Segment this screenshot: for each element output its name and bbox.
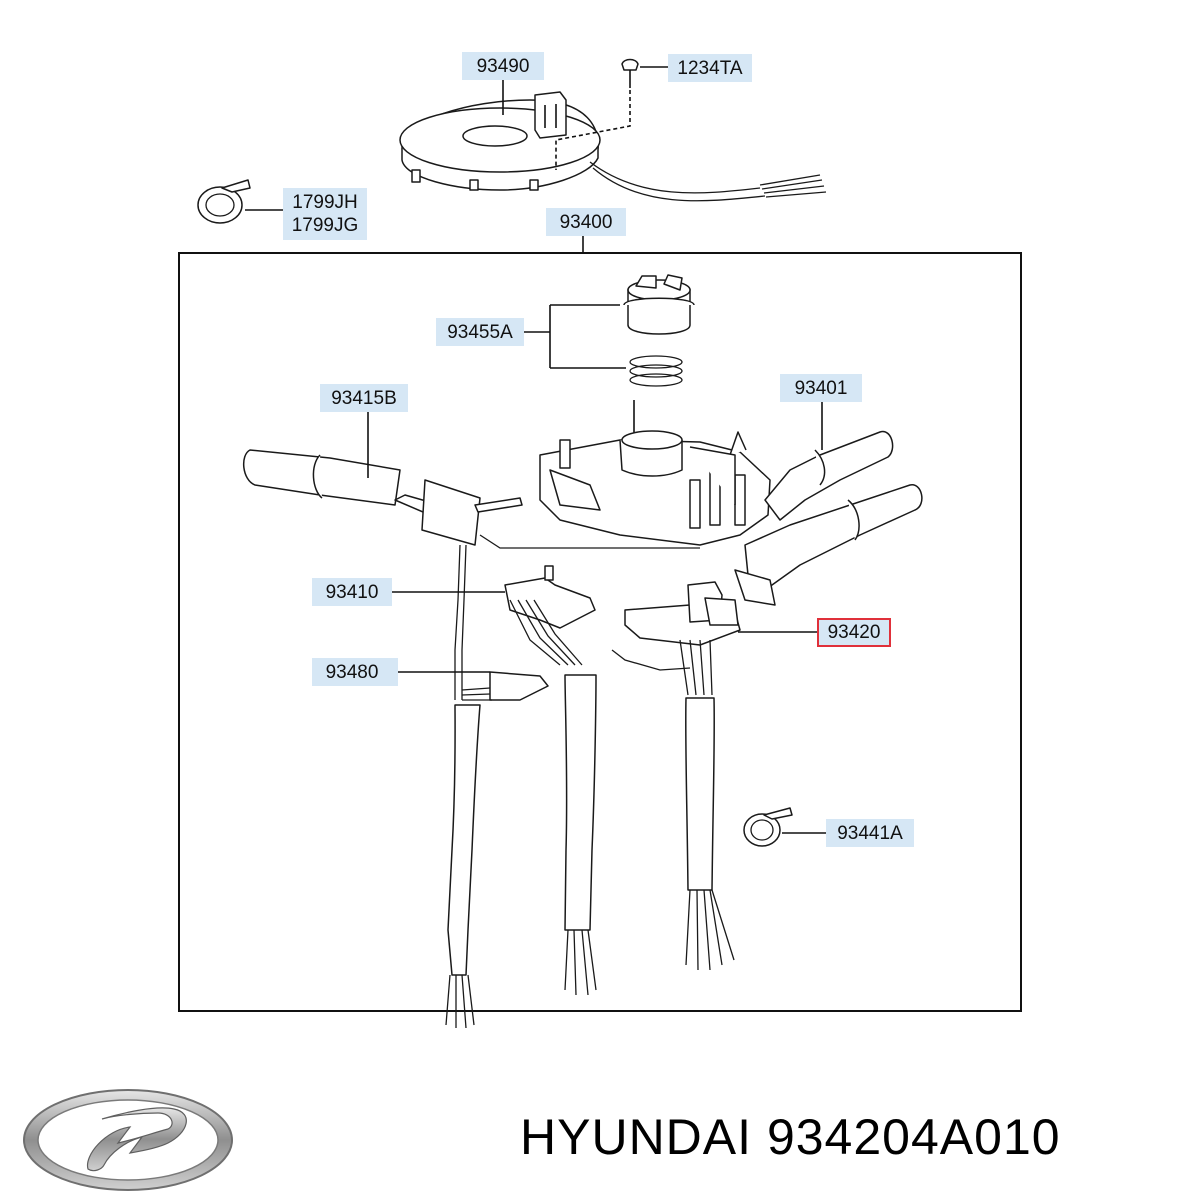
screw-part [621, 58, 639, 88]
clamp-part-bottom [743, 807, 793, 847]
svg-text:1799JH: 1799JH [292, 192, 358, 213]
svg-text:93480: 93480 [326, 662, 379, 683]
connector-93410-part [504, 565, 597, 996]
part-caption: HYUNDAI 934204A010 [520, 1108, 1061, 1166]
label-93490: 93490 [462, 52, 544, 80]
spring-part [629, 355, 683, 387]
svg-text:93455A: 93455A [447, 322, 513, 343]
label-93401: 93401 [780, 374, 862, 402]
hyundai-logo-icon [23, 1089, 233, 1191]
svg-text:93490: 93490 [477, 56, 530, 77]
clamp-part-top [197, 179, 251, 224]
switch-93420-part [611, 581, 741, 971]
left-lever-part [243, 449, 700, 549]
label-1799JH: 1799JH 1799JG [283, 188, 367, 240]
label-93455A: 93455A [436, 318, 524, 346]
label-93400: 93400 [546, 208, 626, 236]
switch-body-part [539, 400, 771, 546]
right-lever-lower-part [734, 484, 923, 606]
svg-text:93441A: 93441A [837, 823, 903, 844]
svg-text:93400: 93400 [560, 212, 613, 233]
label-93415B: 93415B [320, 384, 408, 412]
connector-93480-part [461, 671, 549, 701]
right-lever-upper-part [764, 430, 894, 521]
label-93441A: 93441A [826, 819, 914, 847]
brand-name: HYUNDAI [520, 1109, 753, 1165]
label-1234TA: 1234TA [668, 54, 752, 82]
svg-text:93415B: 93415B [331, 388, 397, 409]
harness-left-part [445, 544, 481, 1029]
svg-text:93420: 93420 [828, 622, 881, 643]
part-number: 934204A010 [766, 1109, 1061, 1165]
assembly-frame [178, 252, 1022, 1012]
label-93410: 93410 [312, 578, 392, 606]
label-93480: 93480 [312, 658, 398, 686]
svg-text:1799JG: 1799JG [292, 215, 359, 236]
label-93420: 93420 [817, 618, 891, 647]
clock-spring-part [399, 91, 827, 202]
svg-text:93410: 93410 [326, 582, 379, 603]
cancel-cam-part [623, 274, 695, 335]
svg-text:1234TA: 1234TA [677, 58, 742, 79]
svg-text:93401: 93401 [795, 378, 848, 399]
